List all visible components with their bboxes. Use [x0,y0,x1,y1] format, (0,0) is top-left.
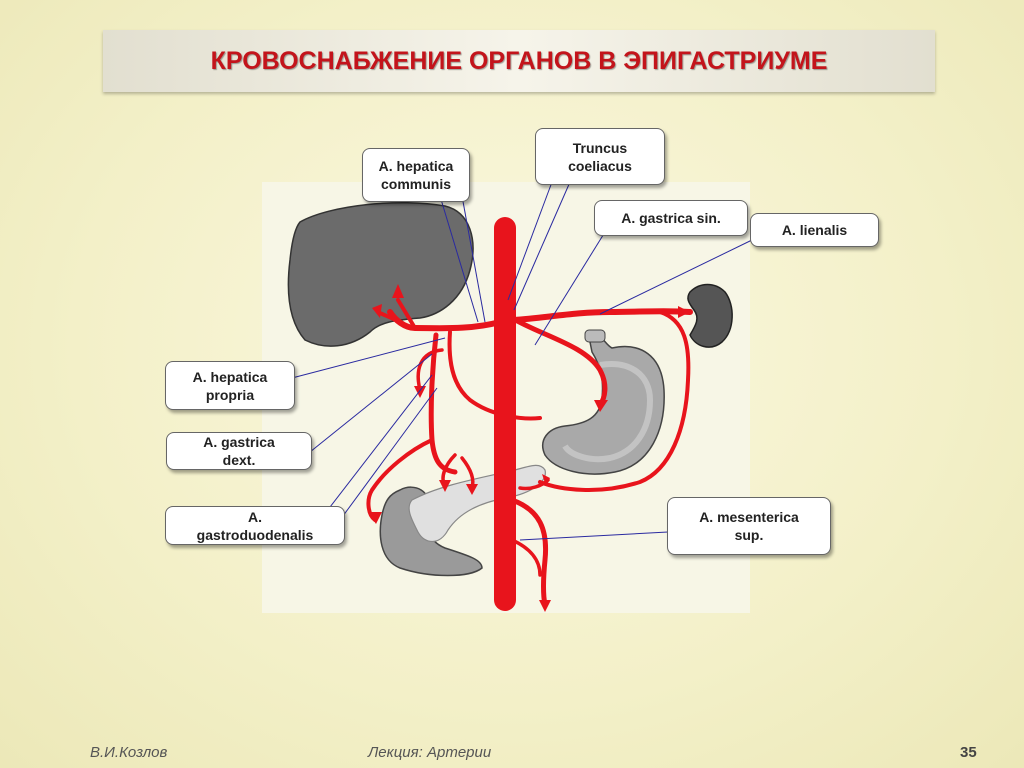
spleen-shape [687,283,733,348]
leader-gastroduodenalis [339,387,438,521]
artery-arrowheads [368,284,690,612]
hepatic-branch-left [396,298,417,330]
arrow-hepatic-right [372,304,382,318]
leader-lines [291,181,753,541]
leader-hepatica-communis [461,195,486,323]
leader-gastrica-dext [309,353,433,453]
arrow-sma [539,600,551,612]
footer-author: В.И.Козлов [90,744,168,761]
arrow-gastroepiploic [368,512,382,524]
superior-mesenteric-artery [509,497,549,608]
mesenteric-branch [510,538,542,577]
arrow-pancreatic [542,474,550,486]
stomach-highlight [562,361,654,463]
slide-title: КРОВОСНАБЖЕНИЕ ОРГАНОВ В ЭПИГАСТРИУМЕ [210,47,828,75]
label-lienalis: A. lienalis [750,213,879,247]
liver-shape [287,201,474,347]
footer-lecture: Лекция: Артерии [368,744,492,761]
leader-mesenterica [519,531,669,541]
label-hepatica-propria: A. hepatica propria [165,361,295,410]
splenic-to-omental [538,310,691,492]
arrow-pd-2 [466,484,478,495]
leader-lienalis [599,239,753,315]
leader-gastroduodenalis-2 [319,374,433,521]
arrow-left-gastric [594,400,608,412]
label-gastrica-sin: A. gastrica sin. [594,200,748,236]
label-gastrica-dext: A. gastrica dext. [166,432,312,470]
proper-hepatic-artery [447,330,542,421]
label-truncus-coeliacus: Truncus coeliacus [535,128,665,185]
leader-gastrica-sin [534,231,606,346]
label-mesenterica-sup: A. mesenterica sup. [667,497,831,555]
splenic-artery [511,308,693,323]
arrow-right-gastric [414,386,426,398]
gastroduodenal-artery [428,332,458,475]
arrow-hepatic-left [392,284,404,298]
leader-hepatica-communis-2 [439,195,479,323]
page-number: 35 [960,744,977,761]
arrow-splenic [678,306,690,318]
esophagus-stub [584,329,606,343]
leader-hepatica-propria [291,337,446,379]
label-gastroduodenalis: A. gastroduodenalis [165,506,345,545]
label-hepatica-communis: A. hepatica communis [362,148,470,202]
leader-truncus [507,181,553,301]
left-gastric-artery [509,315,608,408]
title-bar: КРОВОСНАБЖЕНИЕ ОРГАНОВ В ЭПИГАСТРИУМЕ [103,30,935,92]
leader-truncus-2 [513,181,571,311]
arrow-pd-1 [439,480,451,492]
